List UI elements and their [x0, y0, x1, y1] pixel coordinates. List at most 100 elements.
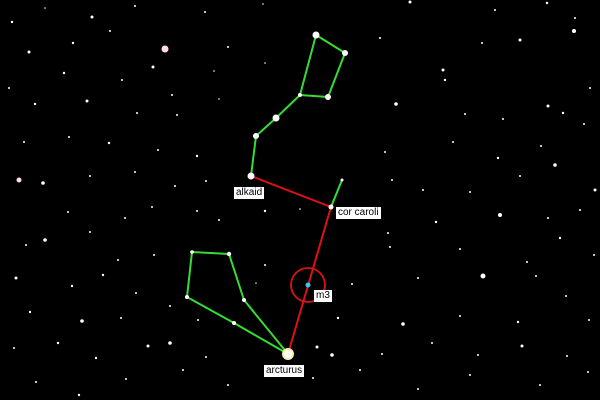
- background-star: [135, 292, 137, 294]
- background-star: [120, 317, 122, 319]
- reddish-star[interactable]: [161, 45, 169, 53]
- background-star: [41, 181, 45, 185]
- background-star: [558, 236, 562, 240]
- m3-cluster-icon[interactable]: [305, 282, 311, 288]
- background-star: [351, 283, 353, 285]
- background-star: [35, 381, 37, 383]
- target-circle-icon[interactable]: [290, 267, 326, 303]
- background-star: [263, 209, 267, 213]
- background-star: [441, 68, 445, 72]
- background-star: [171, 94, 173, 96]
- pointer-lines: [250, 175, 332, 355]
- background-star: [8, 87, 10, 89]
- background-star: [43, 238, 47, 242]
- background-star: [565, 295, 567, 297]
- background-star: [14, 276, 18, 280]
- background-star: [197, 319, 199, 321]
- background-star: [589, 87, 591, 89]
- star-mizar[interactable]: [253, 133, 259, 139]
- background-star: [452, 141, 454, 143]
- star-merak[interactable]: [342, 50, 348, 56]
- background-star: [168, 341, 172, 345]
- constellation-stars: [185, 31, 348, 325]
- background-star: [227, 46, 229, 48]
- background-star: [572, 29, 576, 33]
- background-star: [459, 315, 461, 317]
- background-star: [13, 347, 15, 349]
- background-star: [125, 378, 127, 380]
- background-star: [422, 189, 424, 191]
- background-star: [218, 98, 220, 100]
- star-phecda[interactable]: [325, 94, 331, 100]
- background-star: [518, 38, 522, 42]
- background-star: [213, 70, 215, 72]
- background-star: [381, 353, 383, 355]
- background-star: [101, 273, 105, 277]
- background-star: [25, 244, 27, 246]
- star-chara[interactable]: [340, 178, 344, 182]
- background-star: [44, 7, 46, 9]
- background-star: [89, 175, 91, 177]
- reddish-star-2[interactable]: [16, 177, 22, 183]
- background-star: [469, 191, 471, 193]
- background-star: [146, 344, 150, 348]
- background-star: [90, 15, 94, 19]
- background-star: [434, 220, 438, 224]
- label-cor-caroli[interactable]: cor caroli: [336, 207, 381, 219]
- background-star: [561, 111, 565, 115]
- star-megrez[interactable]: [298, 93, 302, 97]
- background-star: [519, 175, 521, 177]
- background-star: [70, 284, 74, 288]
- background-star: [431, 342, 433, 344]
- background-star: [176, 114, 178, 116]
- background-star: [134, 5, 136, 7]
- canes-venatici-line: [330, 179, 343, 208]
- background-star: [494, 9, 496, 11]
- background-star: [408, 0, 412, 4]
- star-bootes-4[interactable]: [185, 295, 189, 299]
- background-star: [539, 384, 541, 386]
- background-star: [94, 356, 98, 360]
- label-alkaid[interactable]: alkaid: [234, 187, 265, 199]
- background-star: [526, 261, 528, 263]
- bootes-lines: [186, 251, 289, 355]
- star-dubhe[interactable]: [312, 31, 320, 39]
- star-alioth[interactable]: [272, 114, 280, 122]
- background-stars: [8, 0, 597, 397]
- background-star: [587, 371, 589, 373]
- background-star: [27, 50, 31, 54]
- background-star: [157, 149, 159, 151]
- star-bootes-1[interactable]: [242, 298, 246, 302]
- star-bootes-5[interactable]: [232, 321, 236, 325]
- background-star: [496, 156, 500, 160]
- star-bootes-3[interactable]: [190, 250, 194, 254]
- background-star: [315, 345, 319, 349]
- background-star: [134, 171, 136, 173]
- background-star: [588, 319, 590, 321]
- star-alkaid[interactable]: [247, 172, 255, 180]
- background-star: [443, 78, 447, 82]
- background-star: [28, 310, 32, 314]
- label-m3[interactable]: m3: [314, 290, 332, 302]
- background-star: [227, 384, 229, 386]
- background-star: [540, 145, 542, 147]
- background-star: [520, 344, 524, 348]
- background-star: [312, 377, 314, 379]
- background-star: [579, 209, 581, 211]
- star-arcturus-core: [284, 350, 292, 358]
- background-star: [546, 104, 550, 108]
- background-star: [205, 356, 207, 358]
- background-star: [196, 210, 198, 212]
- background-star: [387, 232, 389, 234]
- background-star: [136, 112, 138, 114]
- label-arcturus[interactable]: arcturus: [264, 365, 305, 377]
- background-star: [77, 393, 81, 397]
- background-star: [153, 254, 155, 256]
- star-bootes-2[interactable]: [226, 251, 232, 257]
- background-star: [205, 180, 207, 182]
- background-star: [469, 374, 471, 376]
- background-star: [593, 254, 595, 256]
- star-cor-caroli[interactable]: [328, 204, 334, 210]
